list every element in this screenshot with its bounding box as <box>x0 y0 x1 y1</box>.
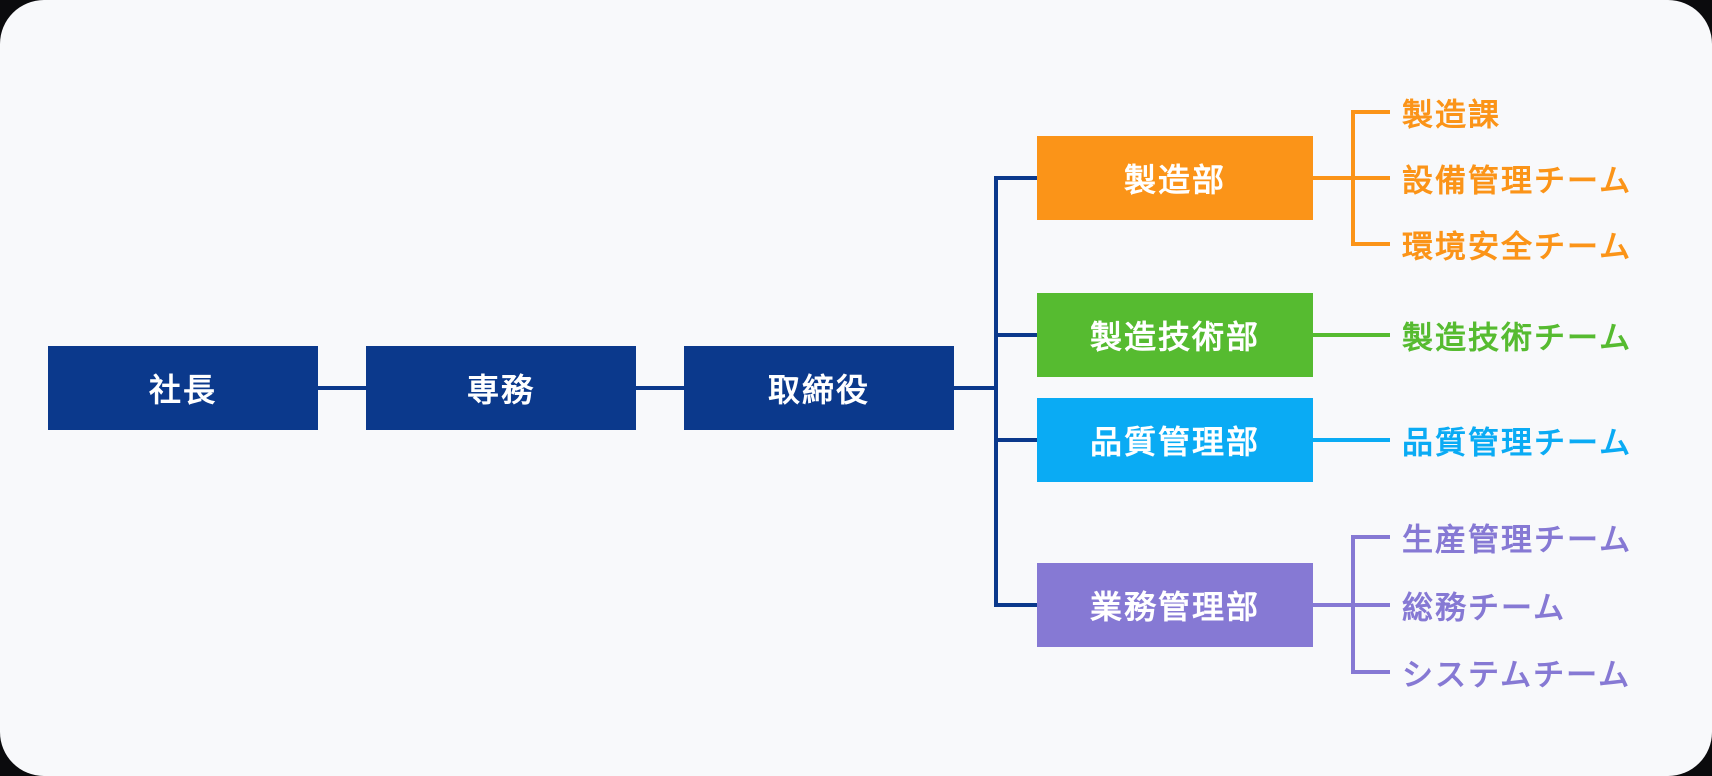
node-dept-business-administration: 業務管理部 <box>1037 563 1313 647</box>
leaf-team-soumu: 総務チーム <box>1402 590 1567 626</box>
leaf-team-seizou-gijutsu: 製造技術チーム <box>1402 320 1633 356</box>
node-dept-manufacturing: 製造部 <box>1037 136 1313 220</box>
leaf-team-kankyo-anzen: 環境安全チーム <box>1402 229 1633 265</box>
node-president-label: 社長 <box>148 372 217 408</box>
node-director: 取締役 <box>684 346 954 430</box>
leaf-team-system: システムチーム <box>1402 657 1632 693</box>
node-dept-business-administration-label: 業務管理部 <box>1089 589 1260 625</box>
node-dept-manufacturing-technology: 製造技術部 <box>1037 293 1313 377</box>
node-director-label: 取締役 <box>767 372 870 408</box>
node-president: 社長 <box>48 346 318 430</box>
node-dept-manufacturing-label: 製造部 <box>1123 162 1226 198</box>
node-senior-managing-director: 専務 <box>366 346 636 430</box>
node-dept-quality-control-label: 品質管理部 <box>1089 424 1260 460</box>
node-senior-managing-director-label: 専務 <box>466 372 535 408</box>
leaf-team-hinshitsu-kanri: 品質管理チーム <box>1402 425 1633 461</box>
leaf-team-seizouka: 製造課 <box>1402 97 1501 133</box>
leaf-team-seisan-kanri: 生産管理チーム <box>1402 522 1633 558</box>
leaf-team-setsubi-kanri: 設備管理チーム <box>1402 163 1633 199</box>
node-dept-quality-control: 品質管理部 <box>1037 398 1313 482</box>
node-dept-manufacturing-technology-label: 製造技術部 <box>1089 319 1260 355</box>
